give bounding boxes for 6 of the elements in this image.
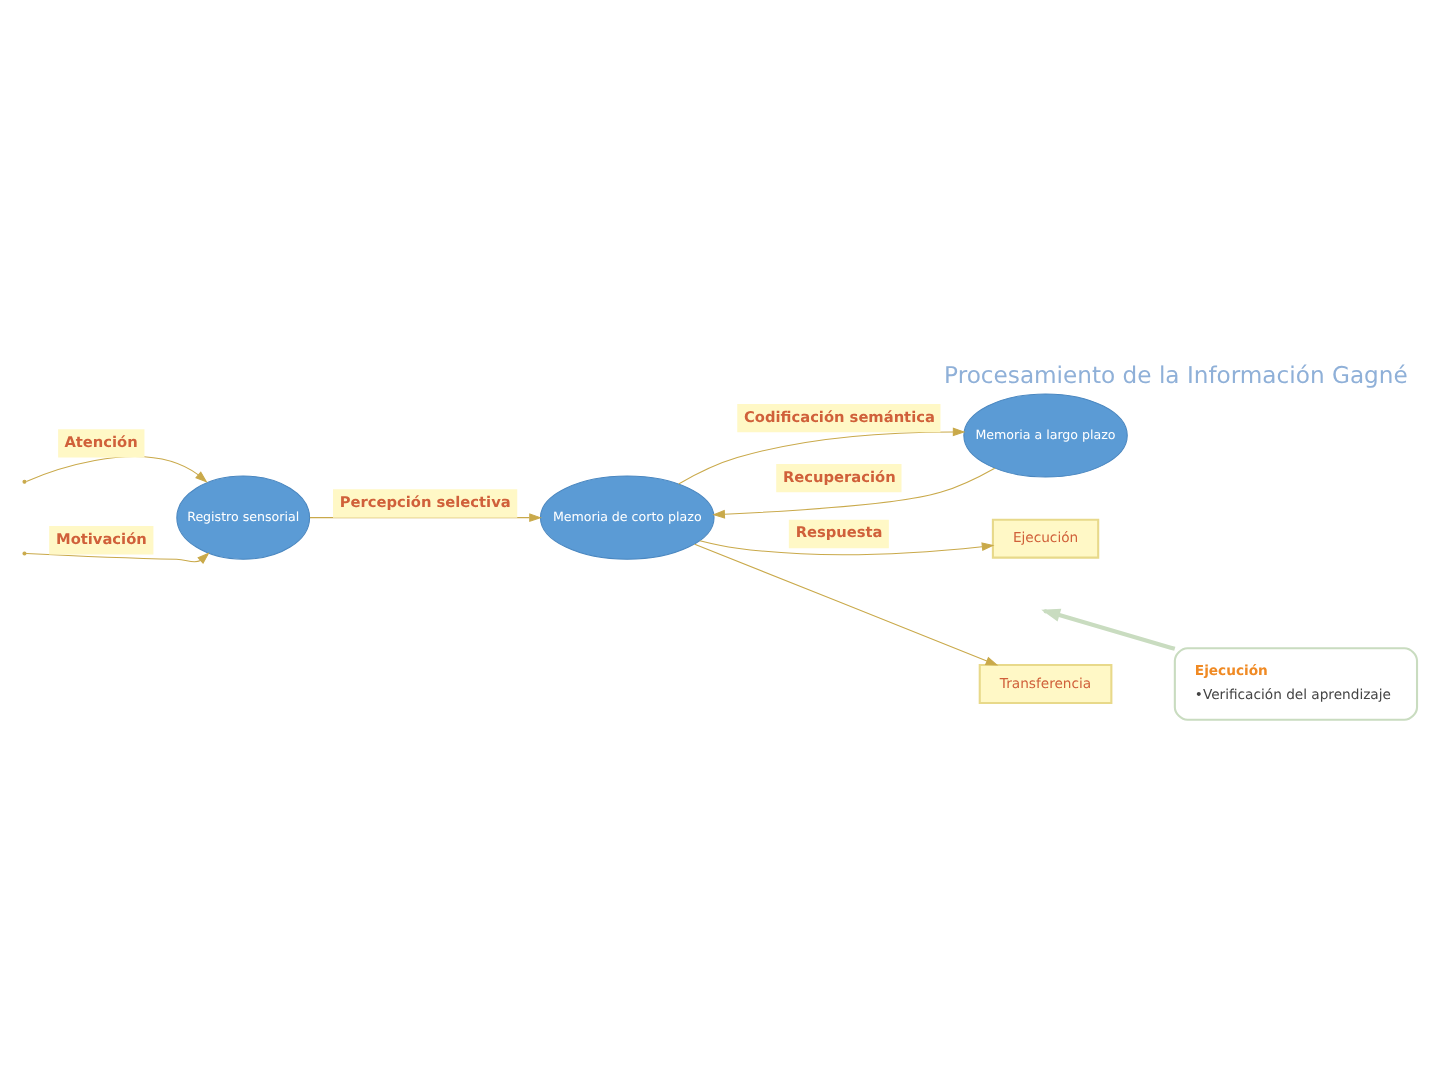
arrow [694, 543, 999, 666]
arrow [678, 427, 966, 485]
arrow [712, 467, 996, 519]
arrow [25, 552, 210, 565]
arrow [699, 540, 995, 556]
diagram-title: Procesamiento de la Información Gagné [944, 360, 1408, 389]
